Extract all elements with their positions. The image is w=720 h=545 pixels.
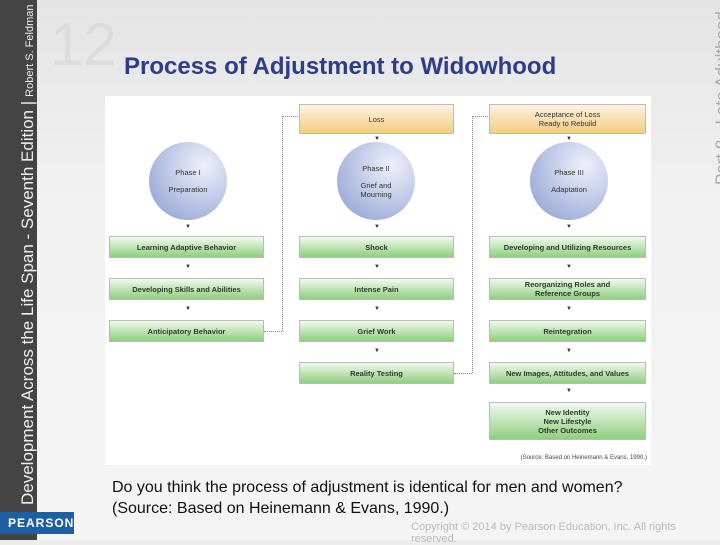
pearson-logo: PEARSON — [0, 512, 74, 534]
step-box: New Identity New Lifestyle Other Outcome… — [489, 402, 646, 440]
connector-line — [264, 331, 282, 332]
arrow-down-icon: ▼ — [566, 136, 572, 142]
decorative-numbers: 12 — [50, 11, 117, 78]
phase-label: Adaptation — [551, 185, 587, 194]
box-loss: Loss — [299, 104, 454, 134]
step-box: Developing and Utilizing Resources — [489, 236, 646, 258]
arrow-down-icon: ▼ — [374, 306, 380, 312]
connector-line — [282, 116, 298, 117]
arrow-down-icon: ▼ — [374, 224, 380, 230]
arrow-down-icon: ▼ — [566, 388, 572, 394]
arrow-down-icon: ▼ — [566, 224, 572, 230]
step-box: Developing Skills and Abilities — [109, 278, 264, 300]
arrow-down-icon: ▼ — [566, 348, 572, 354]
connector-line — [282, 116, 283, 331]
step-box: Intense Pain — [299, 278, 454, 300]
arrow-down-icon: ▼ — [185, 306, 191, 312]
arrow-down-icon: ▼ — [185, 224, 191, 230]
book-title: Development Across the Life Span - Seven… — [18, 5, 38, 505]
arrow-down-icon: ▼ — [566, 264, 572, 270]
slide-title: Process of Adjustment to Widowhood — [124, 53, 557, 80]
step-box: Reorganizing Roles and Reference Groups — [489, 278, 646, 300]
phase-2-circle: Phase II Grief and Mourning — [337, 142, 415, 220]
arrow-down-icon: ▼ — [374, 348, 380, 354]
box-acceptance: Acceptance of Loss Ready to Rebuild — [489, 104, 646, 134]
phase-name: Phase II — [362, 163, 390, 173]
arrow-down-icon: ▼ — [185, 264, 191, 270]
copyright: Copyright © 2014 by Pearson Education, I… — [411, 521, 676, 545]
phase-name: Phase III — [554, 168, 584, 177]
diagram: Loss Acceptance of Loss Ready to Rebuild… — [105, 96, 651, 465]
connector-line — [454, 373, 472, 374]
phase-1-circle: Phase I Preparation — [149, 142, 227, 220]
book-title-text: Development Across the Life Span - Seven… — [18, 100, 37, 505]
step-box: Anticipatory Behavior — [109, 320, 264, 342]
phase-3-circle: Phase III Adaptation — [530, 142, 608, 220]
step-box: New Images, Attitudes, and Values — [489, 362, 646, 384]
phase-name: Phase I — [175, 168, 201, 177]
arrow-down-icon: ▼ — [374, 264, 380, 270]
step-box: Shock — [299, 236, 454, 258]
step-box: Reintegration — [489, 320, 646, 342]
step-box: Grief Work — [299, 320, 454, 342]
connector-line — [472, 116, 488, 117]
step-box: Learning Adaptive Behavior — [109, 236, 264, 258]
arrow-down-icon: ▼ — [374, 136, 380, 142]
author: Robert S. Feldman — [24, 4, 36, 97]
part-label: Part 8 - Late Adulthood — [712, 11, 720, 185]
phase-label: Preparation — [168, 185, 208, 194]
discussion-question: Do you think the process of adjustment i… — [112, 479, 623, 517]
connector-line — [472, 116, 473, 373]
figure-source: (Source: Based on Heinemann & Evans, 199… — [520, 455, 647, 461]
arrow-down-icon: ▼ — [566, 306, 572, 312]
step-box: Reality Testing — [299, 362, 454, 384]
sidebar: Development Across the Life Span - Seven… — [0, 0, 37, 540]
phase-label: Grief and Mourning — [360, 180, 392, 199]
